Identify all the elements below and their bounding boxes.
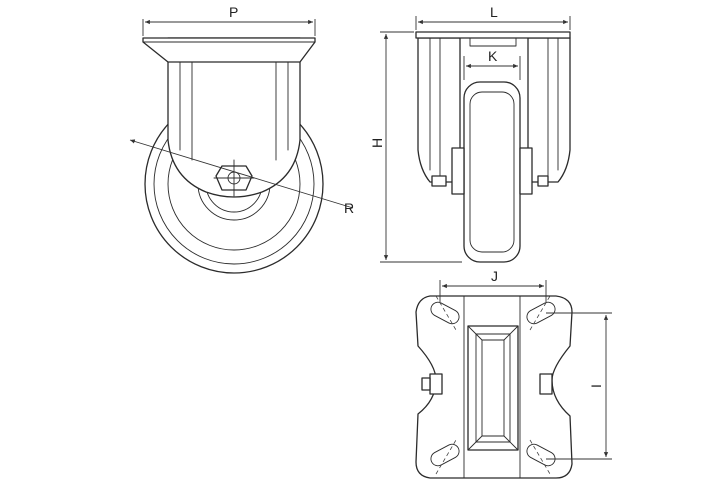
axle-bolts: [421, 373, 553, 395]
front-view: L K H: [369, 4, 571, 263]
side-view: P R: [129, 4, 354, 274]
label-I: I: [588, 384, 604, 388]
dimension-I: I: [546, 312, 612, 460]
axle-nut: [213, 159, 255, 197]
label-R: R: [344, 200, 354, 216]
front-top-plate: [415, 31, 571, 47]
label-H: H: [369, 138, 385, 148]
label-L: L: [490, 4, 498, 20]
dimension-P: P: [142, 4, 316, 36]
top-view: J I: [415, 268, 612, 479]
dimension-H: H: [369, 31, 462, 263]
label-K: K: [488, 48, 498, 64]
label-P: P: [229, 4, 238, 20]
center-channel: [467, 325, 519, 451]
dimension-R: R: [129, 139, 354, 216]
hubs: [431, 147, 549, 195]
top-plate: [142, 37, 316, 63]
fork-legs: [417, 37, 571, 183]
label-J: J: [491, 268, 498, 284]
dimension-J: J: [439, 268, 547, 302]
dimension-L: L: [415, 4, 571, 30]
wheel-front: [463, 81, 521, 263]
dimension-K: K: [463, 48, 521, 80]
mounting-slots: [430, 301, 556, 467]
